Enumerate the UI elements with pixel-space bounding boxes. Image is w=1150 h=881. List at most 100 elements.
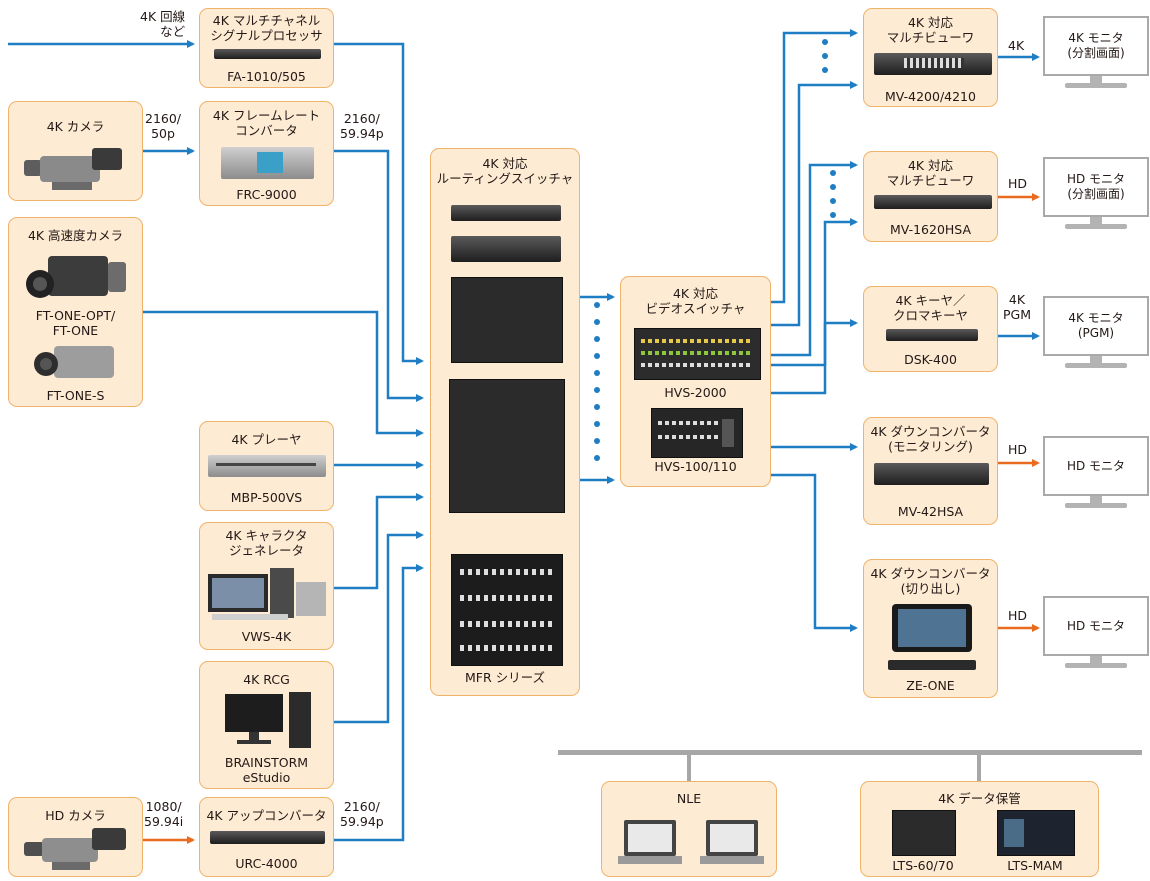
storage-model-a: LTS-60/70 [875, 858, 971, 873]
zeone-box: 4K ダウンコンバータ (切り出し) ZE-ONE [863, 559, 998, 698]
router-control-panel [451, 554, 563, 666]
frc-model: FRC-9000 [200, 187, 333, 202]
hd-camera-title: HD カメラ [9, 808, 142, 823]
network-drop-nle [687, 750, 691, 782]
switcher-title: 4K 対応 ビデオスイッチャ [621, 286, 770, 316]
dsk-title: 4K キーヤ／ クロマキーヤ [864, 293, 997, 323]
mv4200-title: 4K 対応 マルチビューワ [864, 15, 997, 45]
hs-camera-model-b: FT-ONE-S [9, 388, 142, 403]
camera-4k-box: 4K カメラ [8, 101, 143, 201]
laptops-icon [618, 818, 764, 870]
router-unit-small [451, 205, 561, 221]
link-switcher-mv4200-a [771, 33, 856, 302]
frc-device-image [221, 147, 314, 179]
player-model: MBP-500VS [200, 490, 333, 505]
upconv-box: 4K アップコンバータ URC-4000 [199, 797, 334, 877]
mv4200-signal-label: 4K [1008, 38, 1024, 53]
mv42-box: 4K ダウンコンバータ (モニタリング) MV-42HSA [863, 417, 998, 525]
high-speed-camera-icon [22, 248, 132, 306]
mv1620-box: 4K 対応 マルチビューワ MV-1620HSA [863, 151, 998, 242]
switcher-model-b: HVS-100/110 [621, 459, 770, 474]
mv42-device-image [874, 463, 989, 485]
monitor-hd-monitoring-label: HD モニタ [1043, 436, 1149, 496]
line-in-label: 4K 回線 など [140, 9, 185, 39]
monitor-hd-split-label: HD モニタ (分割画面) [1043, 157, 1149, 217]
link-switcher-dsk [771, 323, 856, 393]
processor-box: 4K マルチチャネル シグナルプロセッサ FA-1010/505 [199, 8, 334, 88]
switcher-model-a: HVS-2000 [621, 385, 770, 400]
frc-title: 4K フレームレート コンバータ [200, 108, 333, 138]
nle-box: NLE [601, 781, 777, 877]
workstation-icon [206, 568, 330, 622]
hdcam-signal-label: 1080/ 59.94i [144, 799, 183, 829]
upconv-model: URC-4000 [200, 856, 333, 871]
hs-camera-title: 4K 高速度カメラ [9, 228, 142, 243]
nle-title: NLE [602, 791, 776, 806]
router-frame-a [451, 277, 563, 363]
router-box: 4K 対応 ルーティングスイッチャ MFR シリーズ [430, 148, 580, 696]
upconv-device-image [210, 831, 325, 844]
processor-title: 4K マルチチャネル シグナルプロセッサ [200, 13, 333, 43]
mv4200-model: MV-4200/4210 [864, 89, 997, 104]
rcg-title: 4K RCG [200, 672, 333, 687]
switcher-box: 4K 対応 ビデオスイッチャ HVS-2000 HVS-100/110 [620, 276, 771, 487]
player-box: 4K プレーヤ MBP-500VS [199, 421, 334, 511]
zeone-signal-label: HD [1008, 608, 1027, 623]
monitor-4k-pgm-label: 4K モニタ (PGM) [1043, 296, 1149, 356]
zeone-title: 4K ダウンコンバータ (切り出し) [864, 566, 997, 596]
upconv-title: 4K アップコンバータ [200, 808, 333, 823]
link-hscam-router [143, 312, 422, 433]
router-frame-b [449, 379, 565, 513]
mv42-model: MV-42HSA [864, 504, 997, 519]
monitor-4k-split-label: 4K モニタ (分割画面) [1043, 16, 1149, 76]
mv42-signal-label: HD [1008, 442, 1027, 457]
switcher-panel-large [634, 328, 761, 380]
mv4200-box: 4K 対応 マルチビューワ MV-4200/4210 [863, 8, 998, 107]
link-switcher-zeone [771, 475, 856, 628]
dsk-model: DSK-400 [864, 352, 997, 367]
hs-camera-box: 4K 高速度カメラ FT-ONE-OPT/ FT-ONE FT-ONE-S [8, 217, 143, 407]
network-bus [558, 750, 1142, 755]
hd-camera-box: HD カメラ [8, 797, 143, 877]
link-chargen-router [334, 497, 422, 588]
chargen-title: 4K キャラクタ ジェネレータ [200, 528, 333, 558]
video-camera-icon [22, 144, 132, 196]
frc-box: 4K フレームレート コンバータ FRC-9000 [199, 101, 334, 206]
monitor-hd-crop: HD モニタ [1043, 596, 1149, 670]
mv42-title: 4K ダウンコンバータ (モニタリング) [864, 424, 997, 454]
hd-video-camera-icon [22, 826, 132, 874]
rcg-box: 4K RCG BRAINSTORM eStudio [199, 661, 334, 789]
monitor-4k-pgm: 4K モニタ (PGM) [1043, 296, 1149, 370]
tablet-and-device-icon [886, 604, 978, 672]
hs-camera-model-a: FT-ONE-OPT/ FT-ONE [9, 308, 142, 338]
mv1620-model: MV-1620HSA [864, 222, 997, 237]
zeone-model: ZE-ONE [864, 678, 997, 693]
processor-model: FA-1010/505 [200, 69, 333, 84]
mv1620-signal-label: HD [1008, 176, 1027, 191]
computer-icon [225, 692, 313, 750]
network-drop-storage [977, 750, 981, 782]
dsk-device-image [886, 329, 978, 341]
chargen-model: VWS-4K [200, 629, 333, 644]
switcher-panel-compact [651, 408, 743, 458]
dsk-box: 4K キーヤ／ クロマキーヤ DSK-400 [863, 286, 998, 372]
storage-screen-image [997, 810, 1075, 856]
storage-model-b: LTS-MAM [987, 858, 1083, 873]
compact-camera-icon [32, 342, 122, 382]
router-model: MFR シリーズ [431, 670, 579, 685]
chargen-box: 4K キャラクタ ジェネレータ VWS-4K [199, 522, 334, 650]
rcg-model: BRAINSTORM eStudio [200, 755, 333, 785]
camera-4k-title: 4K カメラ [9, 119, 142, 134]
mv1620-device-image [874, 195, 992, 209]
processor-device-image [214, 49, 321, 59]
storage-title: 4K データ保管 [861, 791, 1098, 806]
storage-box: 4K データ保管 LTS-60/70 LTS-MAM [860, 781, 1099, 877]
mv1620-title: 4K 対応 マルチビューワ [864, 158, 997, 188]
monitor-4k-split: 4K モニタ (分割画面) [1043, 16, 1149, 90]
upconv-signal-label: 2160/ 59.94p [340, 799, 384, 829]
camera-signal-label: 2160/ 50p [145, 111, 181, 141]
frc-signal-label: 2160/ 59.94p [340, 111, 384, 141]
dsk-signal-label: 4K PGM [1003, 292, 1031, 322]
router-title: 4K 対応 ルーティングスイッチャ [431, 156, 579, 186]
mv4200-device-image [874, 53, 992, 75]
